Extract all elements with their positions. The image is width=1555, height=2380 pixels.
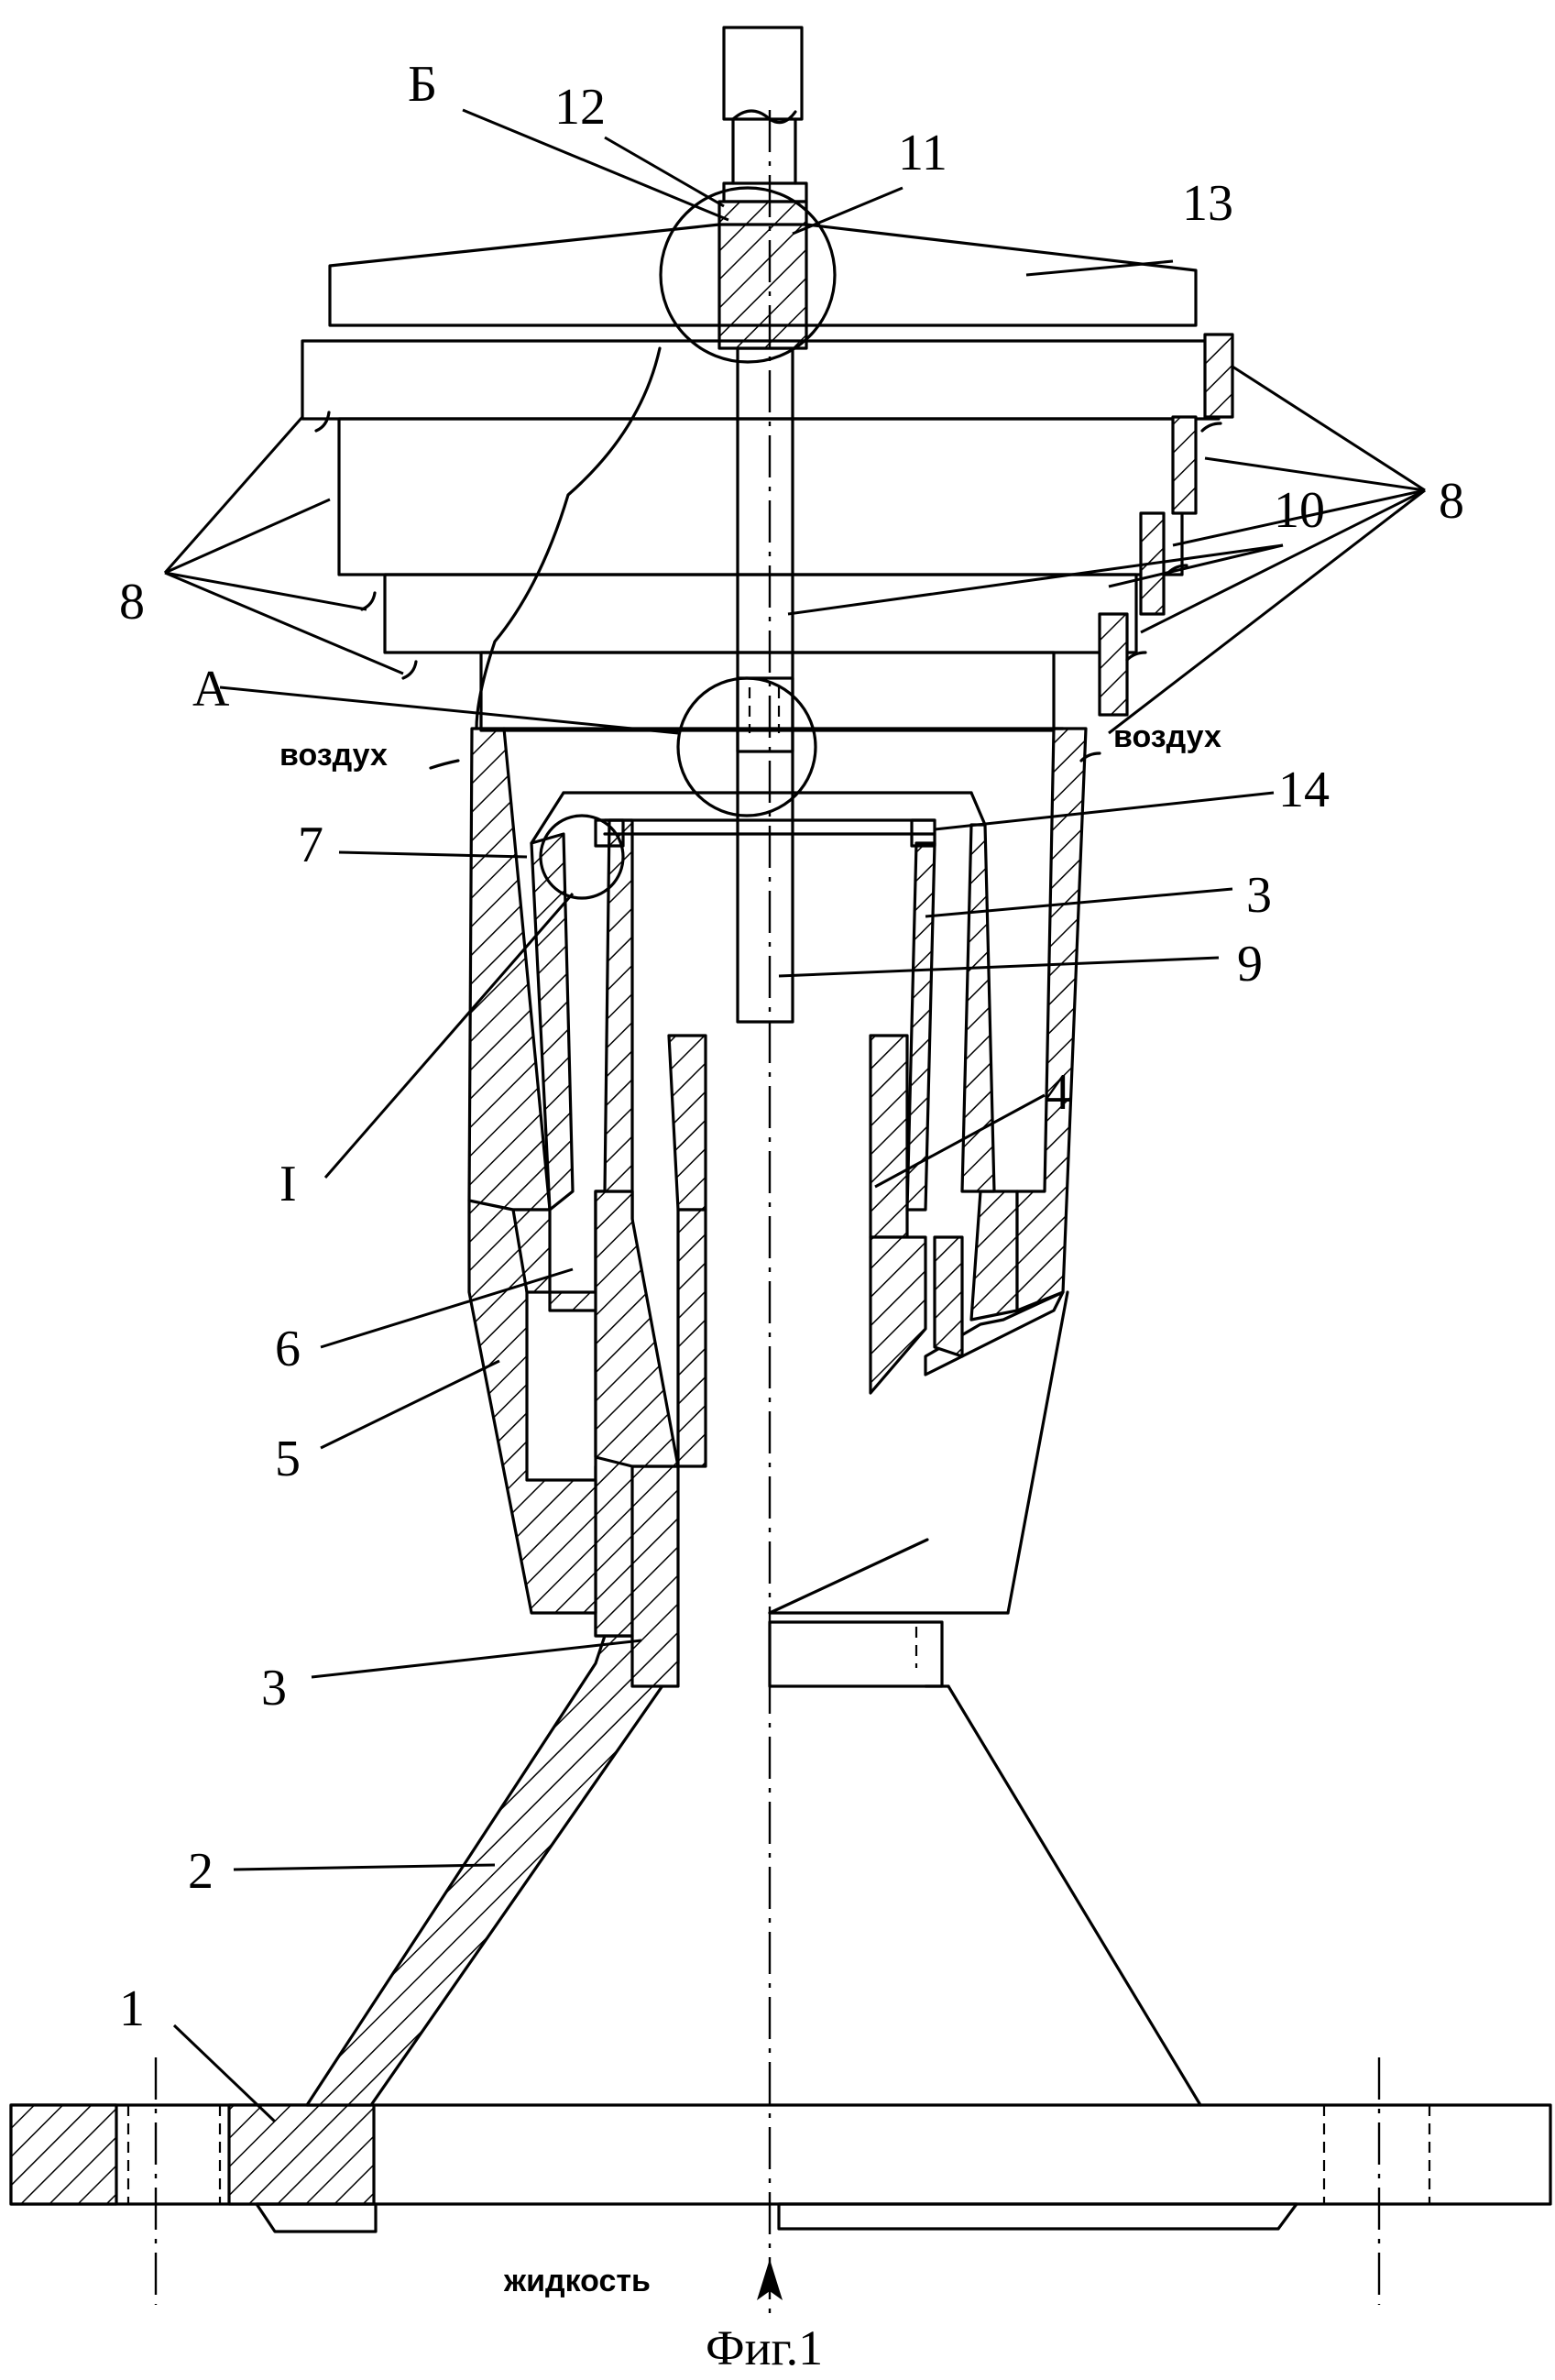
- callout-12: 12: [554, 79, 606, 136]
- air-label-left: воздух: [279, 738, 388, 773]
- air-label-right: воздух: [1113, 719, 1221, 754]
- callout-detail-B: Б: [408, 56, 437, 113]
- figure-caption: Фиг.1: [706, 2320, 823, 2375]
- callout-8-right: 8: [1439, 473, 1464, 530]
- callout-7: 7: [298, 817, 323, 873]
- center-axis: [757, 110, 783, 2314]
- leader-lines: [165, 110, 1425, 2122]
- callout-4: 4: [1045, 1064, 1070, 1121]
- callout-3-upper: 3: [1246, 867, 1272, 924]
- callout-9: 9: [1237, 936, 1263, 993]
- callout-6: 6: [275, 1321, 301, 1377]
- central-rod: [719, 27, 806, 1022]
- callout-5: 5: [275, 1431, 301, 1487]
- callout-11: 11: [898, 125, 947, 181]
- base-flange: [11, 2057, 1550, 2305]
- callout-10: 10: [1274, 482, 1325, 539]
- callout-2: 2: [188, 1843, 214, 1900]
- conical-body: [307, 1636, 1200, 2105]
- callout-1: 1: [119, 1980, 145, 2037]
- callout-8-left: 8: [119, 574, 145, 631]
- liquid-label: жидкость: [503, 2264, 651, 2298]
- detail-circle-A: [678, 678, 816, 816]
- callout-13: 13: [1182, 175, 1233, 232]
- callout-3-lower: 3: [261, 1660, 287, 1716]
- callout-detail-I: I: [279, 1156, 297, 1212]
- callout-detail-A: А: [192, 661, 230, 718]
- callout-14: 14: [1278, 762, 1330, 818]
- inner-sleeves: [531, 793, 994, 1210]
